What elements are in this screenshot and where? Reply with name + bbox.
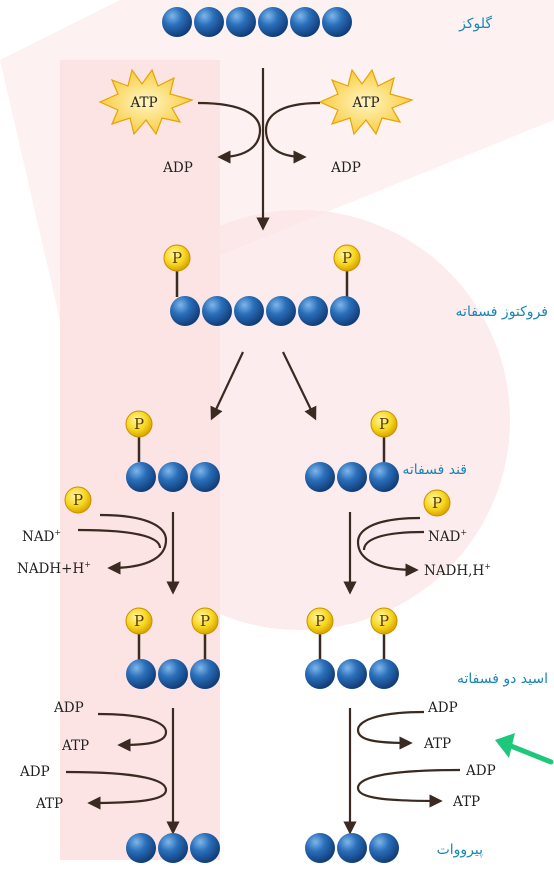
- label-fructose-phosphate: فروکتوز فسفاته: [456, 304, 548, 320]
- pyruvate-right: [305, 833, 399, 863]
- nadh-label-right: NADH,H+: [424, 562, 491, 579]
- atp-burst-left: ATP: [98, 68, 194, 136]
- pyruvate-left: [126, 833, 220, 863]
- adp-label-left: ADP: [162, 160, 193, 176]
- label-sugar-phosphate: قند فسفاته: [402, 462, 467, 478]
- nad-reaction-left: P NAD+ NADH+H+: [17, 486, 180, 595]
- phosphate-label: P: [73, 491, 83, 509]
- glucose-molecule: [162, 7, 352, 37]
- nadh-label-left: NADH+H+: [17, 560, 91, 577]
- sugar-phosphate-right: P: [305, 410, 399, 492]
- atp-label-left: ATP: [129, 95, 157, 111]
- atp-label: ATP: [61, 738, 89, 754]
- phosphate-label: P: [379, 415, 389, 433]
- adp-label: ADP: [427, 700, 458, 716]
- label-diphospho-acid: اسید دو فسفاته: [457, 671, 548, 687]
- adp-label: ADP: [465, 763, 496, 779]
- atp-label-right: ATP: [351, 95, 379, 111]
- diphospho-acid-left: P P: [125, 607, 220, 689]
- label-pyruvate: پیرووات: [437, 842, 484, 858]
- adp-label: ADP: [19, 764, 50, 780]
- adp-label: ADP: [53, 700, 84, 716]
- phosphate-label: P: [134, 415, 144, 433]
- atp-label: ATP: [423, 736, 451, 752]
- phosphate-label: P: [379, 612, 389, 630]
- fructose-bisphosphate-molecule: P P: [163, 244, 361, 326]
- phosphate-label: P: [432, 494, 442, 512]
- atp-label: ATP: [35, 796, 63, 812]
- sugar-phosphate-left: P: [125, 410, 220, 492]
- phosphate-label: P: [342, 249, 352, 267]
- diphospho-acid-right: P P: [305, 607, 399, 689]
- highlight-arrow: [495, 733, 554, 765]
- nad-label-right: NAD+: [428, 528, 467, 545]
- phosphate-label: P: [172, 249, 182, 267]
- atp-label: ATP: [452, 794, 480, 810]
- phosphate-label: P: [315, 612, 325, 630]
- label-glucose: گلوکز: [458, 15, 492, 32]
- adp-label-right: ADP: [330, 160, 361, 176]
- phosphate-label: P: [134, 612, 144, 630]
- atp-burst-right: ATP: [318, 68, 414, 136]
- phosphate-label: P: [200, 612, 210, 630]
- split-arrows: [210, 351, 317, 421]
- nad-reaction-right: P NAD+ NADH,H+: [343, 489, 491, 595]
- atp-consumption-arrows: [197, 68, 321, 231]
- nad-label-left: NAD+: [22, 528, 61, 545]
- atp-production-left: ADP ATP ADP ATP: [19, 700, 180, 835]
- atp-production-right: ADP ATP ADP ATP: [343, 700, 496, 835]
